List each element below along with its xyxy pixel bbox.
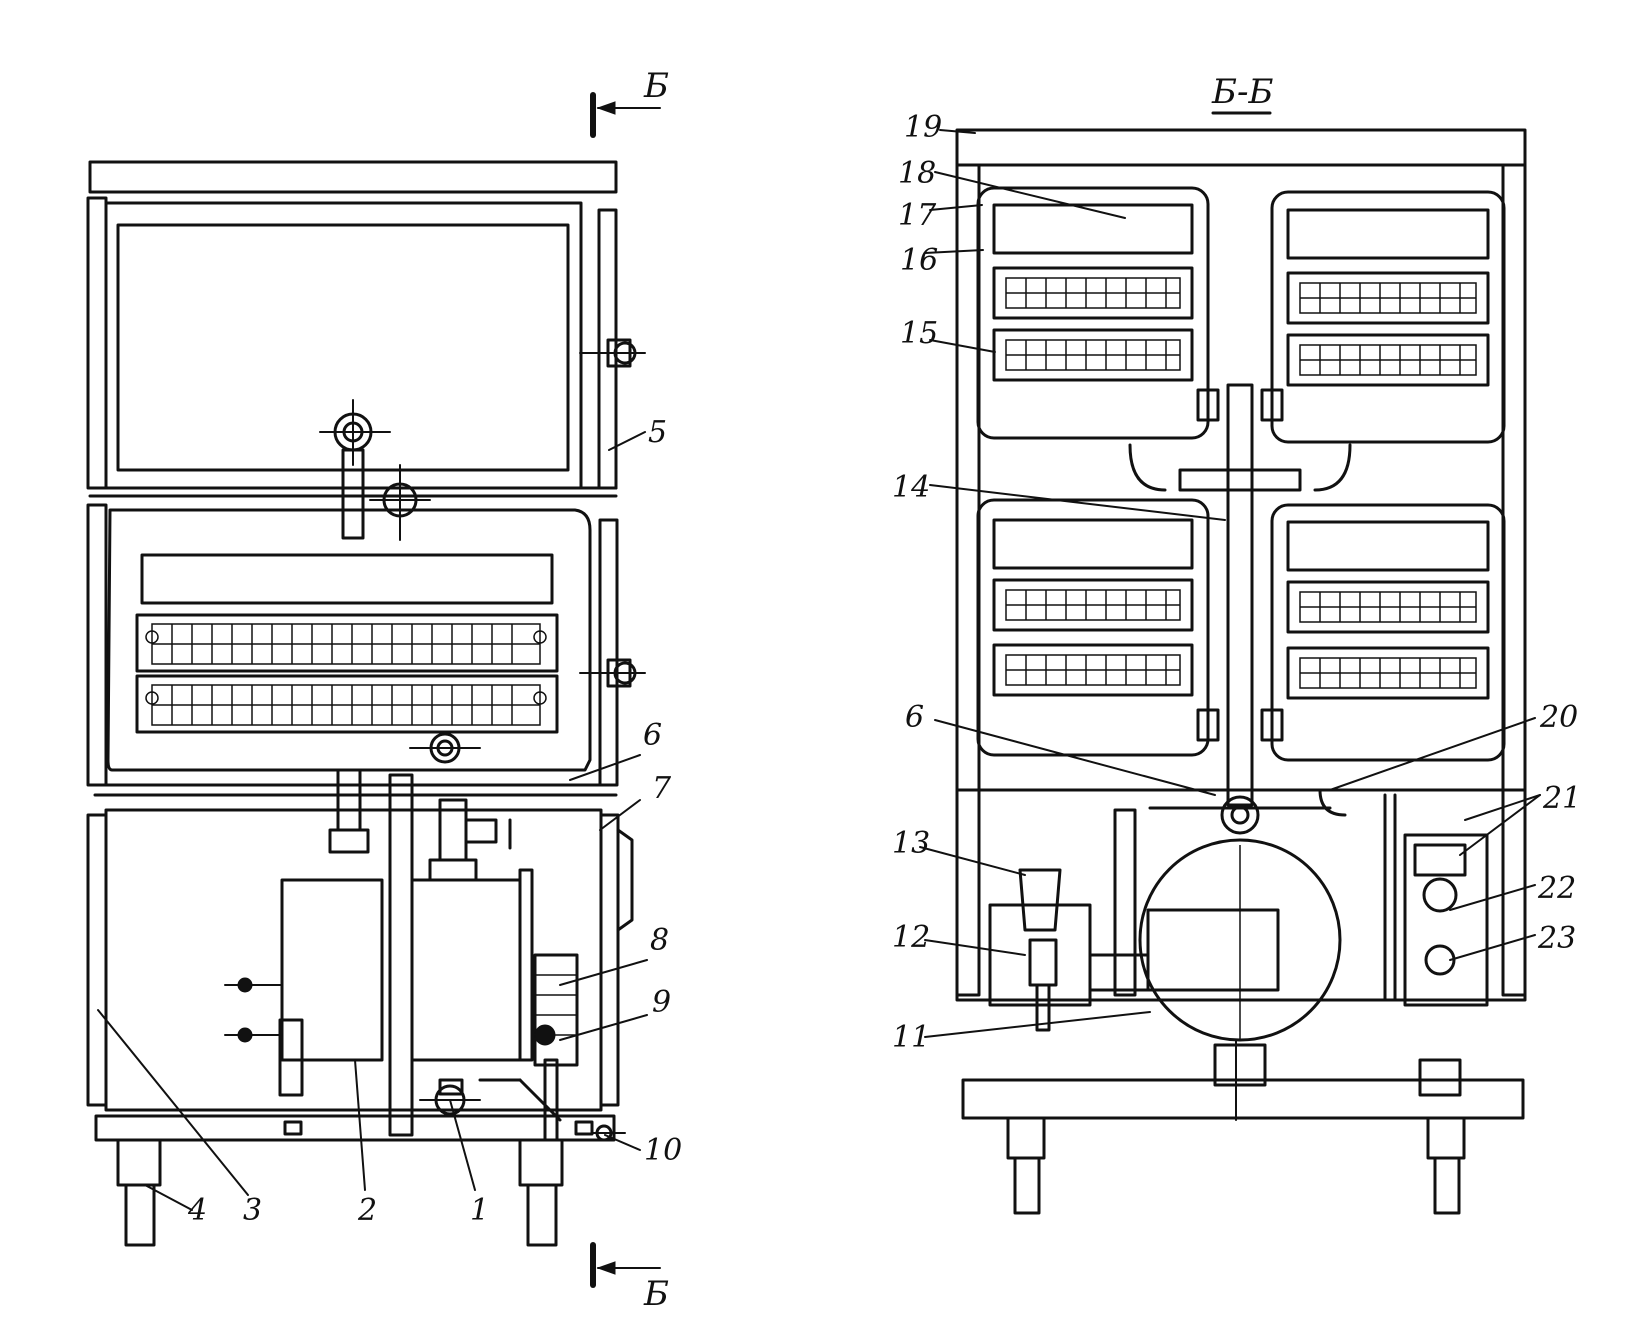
label-17: 17 — [898, 198, 937, 233]
label-14: 14 — [892, 470, 930, 505]
label-21: 21 — [1542, 781, 1581, 816]
section-marker-top — [590, 92, 661, 138]
section-view — [919, 111, 1541, 1215]
label-18: 18 — [898, 156, 936, 191]
label-9: 9 — [652, 985, 671, 1020]
label-8: 8 — [650, 923, 669, 958]
central-pipe — [1128, 383, 1352, 835]
label-16: 16 — [900, 243, 938, 278]
section-marker-bottom — [590, 1242, 661, 1288]
upper-chamber — [86, 196, 646, 541]
tray-lower — [135, 674, 559, 734]
label-13: 13 — [892, 826, 930, 861]
label-22: 22 — [1537, 871, 1576, 906]
middle-chamber — [86, 503, 646, 797]
chamber-top-left — [976, 186, 1210, 440]
label-7: 7 — [652, 771, 672, 806]
leader-lines-right — [919, 129, 1541, 1038]
label-1: 1 — [470, 1193, 489, 1228]
label-5: 5 — [648, 415, 667, 450]
section-mark-bottom: Б — [643, 1274, 669, 1314]
section-base — [961, 1039, 1525, 1215]
chamber-bottom-right — [1270, 503, 1506, 762]
label-3: 3 — [243, 1193, 262, 1228]
tray-upper — [135, 613, 559, 673]
label-11: 11 — [892, 1020, 930, 1055]
label-6-left: 6 — [643, 718, 662, 753]
lower-cabinet — [86, 732, 634, 1247]
label-4: 4 — [187, 1193, 207, 1228]
chamber-bottom-left — [976, 498, 1210, 757]
label-20: 20 — [1539, 700, 1578, 735]
chamber-top-right — [1270, 190, 1506, 444]
label-2: 2 — [357, 1193, 377, 1228]
front-view — [86, 92, 661, 1288]
label-6-right: 6 — [905, 700, 924, 735]
label-15: 15 — [900, 316, 938, 351]
section-title: Б-Б — [1211, 72, 1273, 112]
label-12: 12 — [892, 920, 930, 955]
leader-lines-left — [97, 431, 648, 1211]
label-10: 10 — [644, 1133, 682, 1168]
section-mark-top: Б — [643, 66, 669, 106]
label-23: 23 — [1537, 921, 1576, 956]
lower-compartment — [955, 788, 1527, 1097]
label-19: 19 — [904, 110, 942, 145]
